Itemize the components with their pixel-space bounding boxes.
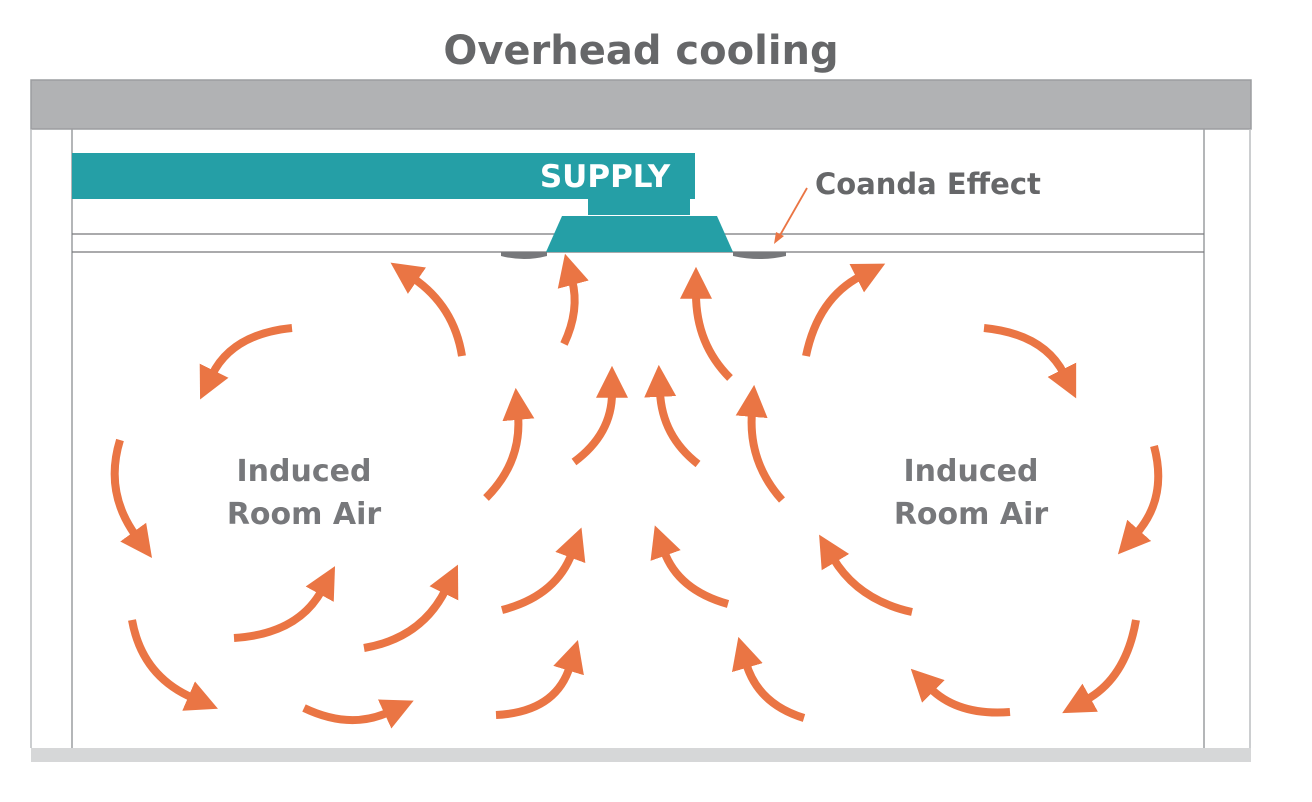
floor <box>31 748 1251 762</box>
airflow-arrow <box>1062 619 1140 714</box>
airflow-arrow <box>495 639 584 719</box>
airflow-arrow <box>110 438 152 559</box>
airflow-arrow <box>483 387 535 501</box>
airflow-arrow <box>199 324 293 400</box>
supply-label: SUPPLY <box>540 159 671 195</box>
airflow-arrow <box>233 566 336 642</box>
airflow-arrow <box>819 534 913 616</box>
airflow-arrow <box>910 668 1011 717</box>
coanda-lip-left <box>501 252 547 259</box>
induced-right-line1: Induced <box>904 454 1039 489</box>
airflow-arrows <box>110 253 1163 729</box>
airflow-arrow <box>1117 444 1163 555</box>
coanda-pointer-head <box>774 232 784 244</box>
airflow-arrow <box>735 384 786 503</box>
airflow-arrow <box>302 699 414 729</box>
airflow-arrow <box>650 525 730 608</box>
airflow-arrow <box>571 365 628 466</box>
airflow-arrow <box>731 636 806 722</box>
coanda-pointer-line <box>778 187 808 238</box>
induced-left-line1: Induced <box>237 454 372 489</box>
coanda-label: Coanda Effect <box>815 167 1041 201</box>
airflow-arrow <box>680 266 733 381</box>
induced-right-line2: Room Air <box>894 497 1049 532</box>
airflow-arrow <box>802 263 886 357</box>
diagram-title: Overhead cooling <box>443 28 838 74</box>
induced-left-line2: Room Air <box>227 497 382 532</box>
diffuser-neck <box>588 199 690 215</box>
ceiling-slab <box>30 79 1252 130</box>
airflow-arrow <box>557 253 589 346</box>
airflow-arrow <box>128 619 218 711</box>
diffuser-body <box>546 216 733 252</box>
coanda-lip-right <box>733 252 786 259</box>
supply-duct <box>72 153 695 199</box>
airflow-arrow <box>390 262 466 357</box>
airflow-arrow <box>500 527 586 614</box>
airflow-arrow <box>983 324 1077 399</box>
airflow-arrow <box>363 564 459 652</box>
airflow-arrow <box>644 364 701 468</box>
